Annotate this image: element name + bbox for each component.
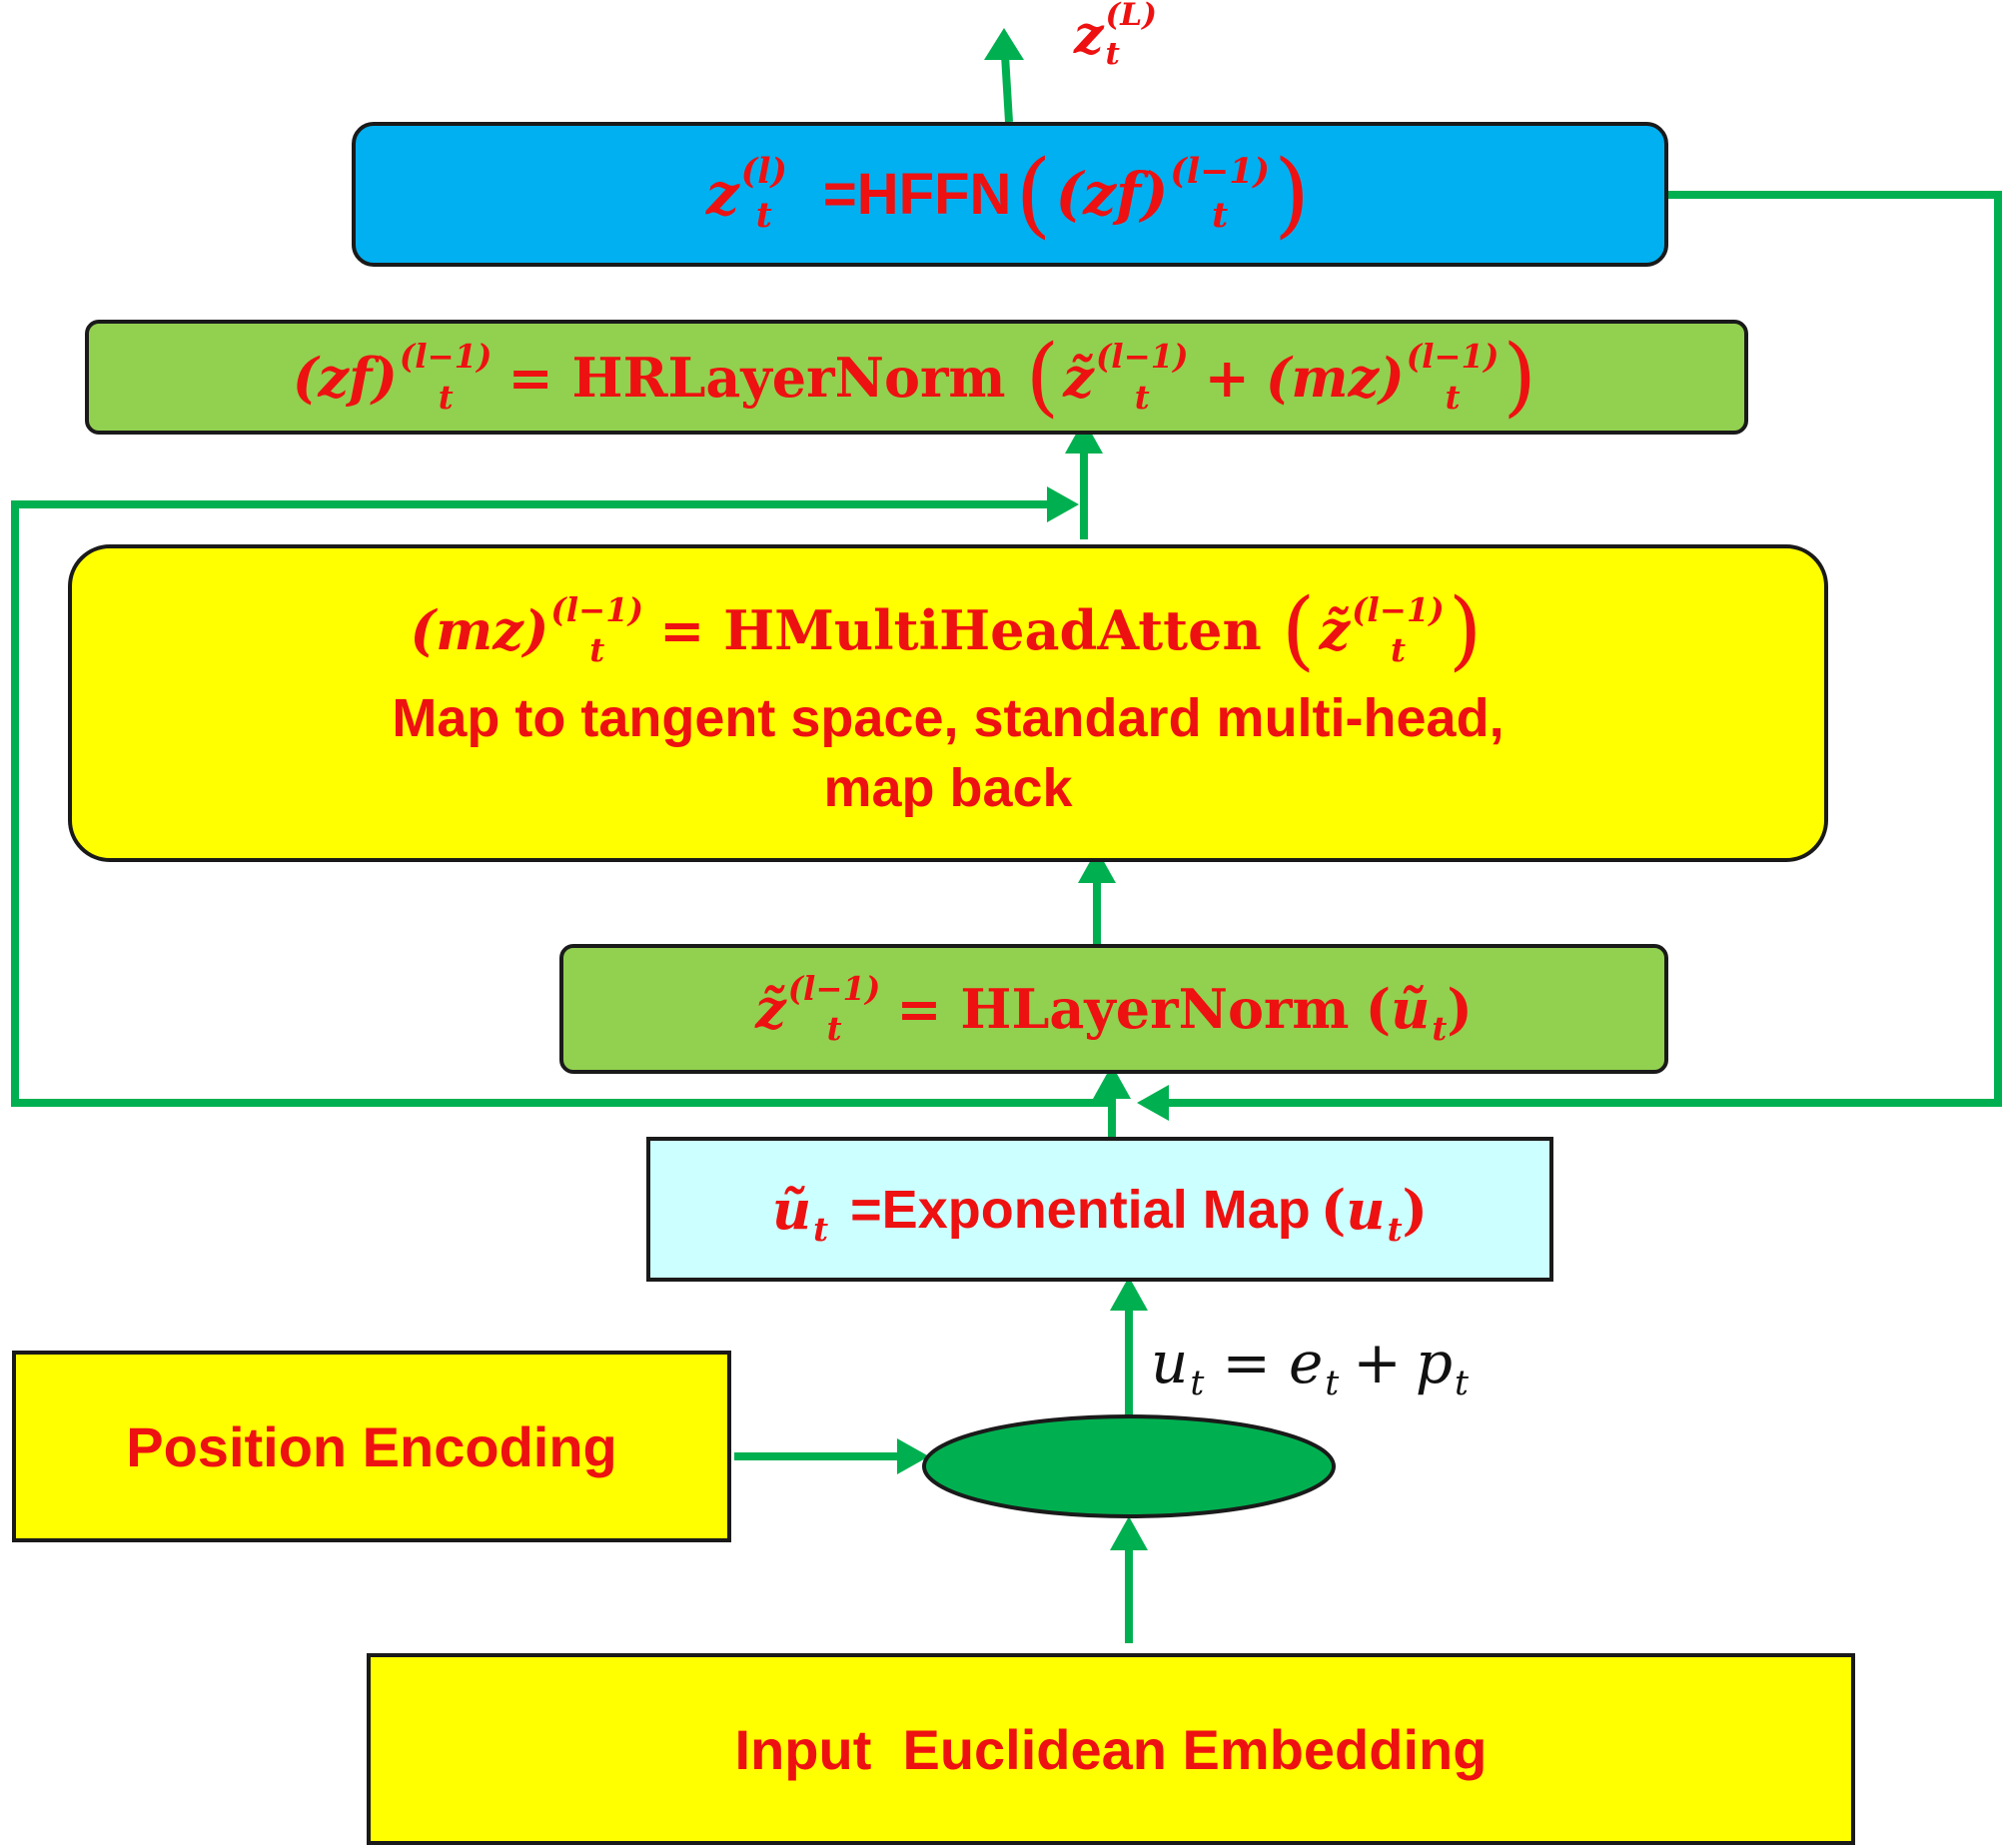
- output-arrowhead: [984, 28, 1024, 60]
- position-encoding-label: Position Encoding: [126, 1414, 617, 1478]
- expmap-arrowhead: [1110, 1277, 1148, 1311]
- input-embedding-label: Input Euclidean Embedding: [734, 1717, 1488, 1781]
- hrlayernorm-block: (zf) (l−1)t = HRLayerNorm ( z̃ (l−1)t + …: [85, 320, 1748, 435]
- mha-formula: (mz) (l−1)t = HMultiHeadAtten ( z̃ (l−1)…: [410, 579, 1483, 680]
- skip-connection-left: [11, 500, 1112, 1107]
- multihead-attention-block: (mz) (l−1)t = HMultiHeadAtten ( z̃ (l−1)…: [68, 544, 1828, 862]
- hlayernorm-block: z̃ (l−1)t = HLayerNorm ( ũ ​t ): [559, 944, 1668, 1074]
- recurrent-connection-right: [1149, 191, 2002, 1107]
- hrlayernorm-formula: (zf) (l−1)t = HRLayerNorm ( z̃ (l−1)t + …: [292, 327, 1537, 428]
- hffn-block: z (l)t =HFFN ( (zf) (l−1)t ): [352, 122, 1668, 267]
- hlayernorm-arrowhead: [1093, 1065, 1131, 1099]
- hffn-formula: z (l)t =HFFN ( (zf) (l−1)t ): [705, 140, 1311, 249]
- hrlayernorm-arrowhead: [1065, 420, 1103, 454]
- output-arrow: [1001, 54, 1013, 123]
- mha-arrowhead: [1078, 849, 1116, 883]
- mha-description-line2: map back: [823, 758, 1073, 819]
- expmap-formula: ũ ​t =Exponential Map ( u ​t ): [771, 1177, 1429, 1249]
- exponential-map-block: ũ ​t =Exponential Map ( u ​t ): [646, 1137, 1553, 1282]
- recurrent-arrowhead: [1137, 1085, 1169, 1121]
- posenc-arrowhead: [897, 1438, 929, 1474]
- output-label: z (L)t: [1074, 0, 1157, 72]
- sum-arrowhead: [1110, 1516, 1148, 1550]
- input-embedding-block: Input Euclidean Embedding: [367, 1653, 1855, 1845]
- skip-arrowhead: [1047, 486, 1079, 522]
- mha-description-line1: Map to tangent space, standard multi-hea…: [392, 688, 1504, 749]
- position-encoding-block: Position Encoding: [12, 1351, 731, 1542]
- sum-formula-label: u ​t = e ​t + p ​t: [1151, 1329, 1469, 1404]
- hlayernorm-formula: z̃ (l−1)t = HLayerNorm ( ũ ​t ): [755, 969, 1473, 1049]
- sum-node: [922, 1414, 1336, 1518]
